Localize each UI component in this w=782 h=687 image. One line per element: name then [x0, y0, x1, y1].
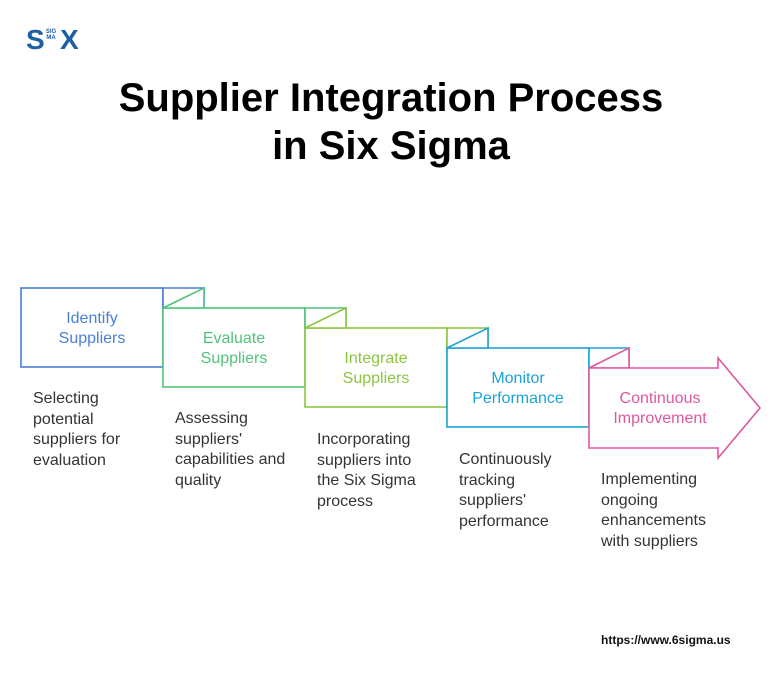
step-4-shape: [446, 326, 630, 428]
step-4-label: Monitor Performance: [447, 369, 589, 409]
step-5-desc-line: Implementing: [601, 471, 698, 488]
step-4-label-line-2: Performance: [472, 390, 564, 407]
step-5-description: Implementing ongoing enhancements with s…: [601, 470, 706, 552]
six-sigma-logo: S SIGMA X: [26, 24, 86, 58]
step-4-desc-line: Continuously: [459, 451, 552, 468]
step-2-desc-line: Assessing: [175, 410, 248, 427]
step-5-label: Continuous Improvement: [589, 389, 731, 429]
step-2-label-line-1: Evaluate: [202, 330, 266, 347]
step-3-desc-line: the Six Sigma: [317, 472, 416, 489]
step-3-desc-line: Incorporating: [317, 431, 411, 448]
step-1-description: Selecting potential suppliers for evalua…: [33, 389, 120, 471]
logo-sigma-text: SIGMA: [45, 29, 57, 42]
step-3-shape: [304, 306, 489, 408]
step-1-label: Identify Suppliers: [21, 309, 163, 349]
step-3-label: Integrate Suppliers: [305, 349, 447, 389]
step-4-desc-line: performance: [459, 512, 549, 530]
step-1-desc-line: evaluation: [33, 451, 106, 469]
step-5-desc-line: ongoing: [601, 491, 658, 509]
page-title: Supplier Integration Process in Six Sigm…: [0, 74, 782, 170]
step-5-desc-line: with suppliers: [601, 532, 698, 550]
step-2-desc-line: capabilities and: [175, 451, 286, 468]
step-1-desc-line: Selecting: [33, 390, 99, 407]
title-line-1: Supplier Integration Process: [118, 76, 664, 120]
step-1-desc-line: potential: [33, 410, 94, 428]
step-1-label-line-1: Identify: [66, 310, 118, 327]
step-5-desc-line: enhancements: [601, 512, 706, 529]
step-5-label-line-1: Continuous: [619, 390, 701, 407]
step-2-description: Assessing suppliers' capabilities and qu…: [175, 409, 285, 491]
logo-letter-s: S: [26, 24, 45, 55]
step-2-desc-line: quality: [175, 471, 222, 489]
step-5-arrow-shape: [588, 346, 762, 461]
footer-url: https://www.6sigma.us: [601, 633, 731, 647]
step-2-label: Evaluate Suppliers: [163, 329, 305, 369]
step-5-label-line-2: Improvement: [613, 410, 707, 427]
step-2-label-line-2: Suppliers: [200, 350, 268, 367]
step-3-label-line-1: Integrate: [344, 350, 408, 367]
step-1-desc-line: suppliers for: [33, 431, 121, 448]
step-2-desc-line: suppliers': [175, 430, 243, 448]
step-1-label-line-2: Suppliers: [58, 330, 126, 347]
step-3-desc-line: suppliers into: [317, 451, 412, 469]
step-4-desc-line: tracking: [459, 471, 516, 489]
step-3-label-line-2: Suppliers: [342, 370, 410, 387]
step-3-description: Incorporating suppliers into the Six Sig…: [317, 430, 416, 512]
title-line-2: in Six Sigma: [272, 124, 510, 168]
step-4-label-line-1: Monitor: [491, 370, 545, 387]
step-4-description: Continuously tracking suppliers' perform…: [459, 450, 552, 532]
step-4-desc-line: suppliers': [459, 492, 527, 509]
step-3-desc-line: process: [317, 492, 374, 510]
logo-letter-x: X: [60, 24, 79, 55]
